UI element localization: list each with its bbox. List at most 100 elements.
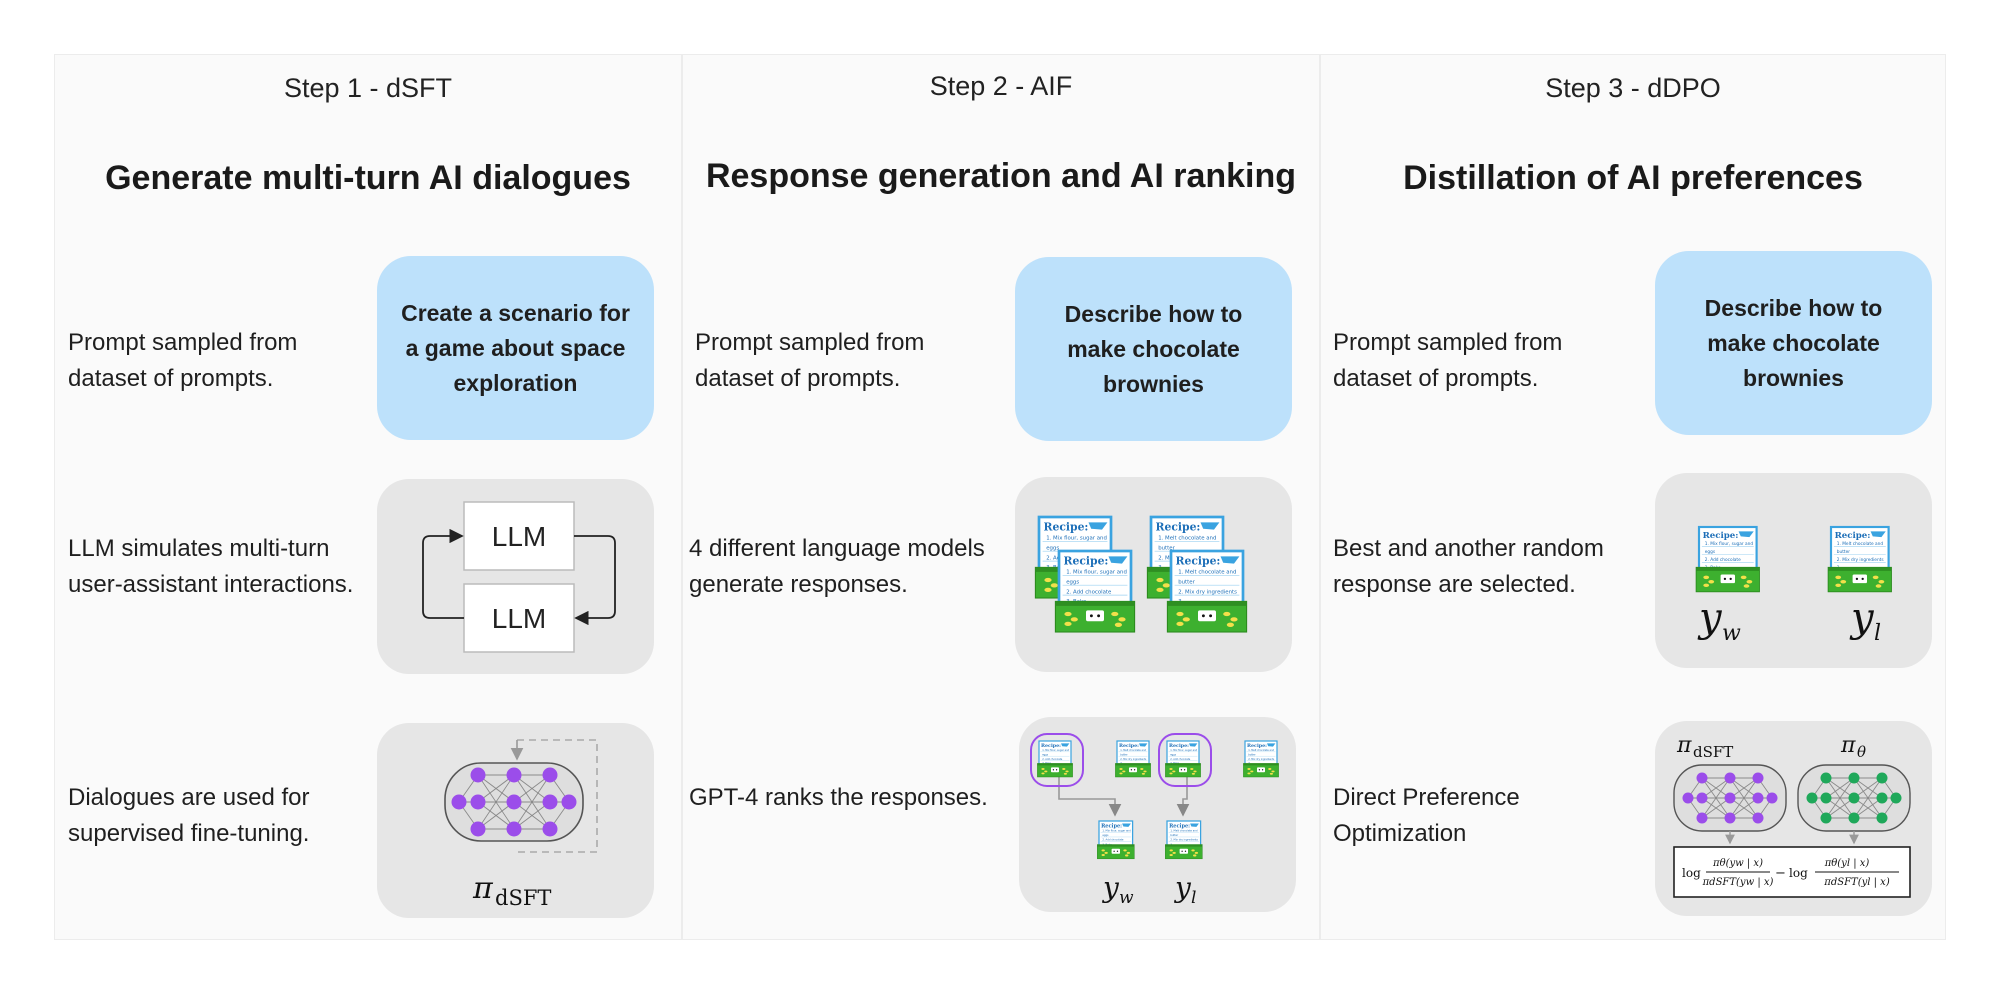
step1-panel: Step 1 - dSFT Generate multi-turn AI dia… (54, 54, 682, 940)
desc-line: user-assistant interactions. (68, 571, 354, 598)
pi-dsft-symbol: π (1676, 733, 1692, 758)
theta-network-graph (1806, 772, 1902, 824)
network-node (451, 794, 467, 810)
network-edge (1729, 797, 1759, 819)
row-description: LLM simulates multi-turn user-assistant … (68, 531, 353, 603)
pi-dsft-subscript: dSFT (1693, 743, 1733, 761)
recipe-line: 1. Mix flour, sugar and (1705, 541, 1754, 547)
rank-arrow-loser (1176, 777, 1190, 817)
recipe-line: butter (1170, 833, 1179, 837)
recipe-line: 1. Melt chocolate and (1158, 536, 1216, 542)
recipe-line: 1. Melt chocolate and (1248, 749, 1274, 752)
desc-line: Best and another random (1333, 535, 1604, 562)
recipe-line: butter (1158, 545, 1175, 551)
recipe-line: 1. Mix flour, sugar and (1042, 749, 1069, 752)
prompt-box: Describe how to make chocolate brownies (1655, 251, 1932, 435)
row-description: Direct Preference Optimization (1333, 780, 1520, 852)
desc-line: LLM simulates multi-turn (68, 535, 330, 562)
desc-line: Prompt sampled from (1333, 329, 1563, 356)
highlight-ring (1158, 733, 1212, 787)
recipe-line: 1. Melt chocolate and (1170, 829, 1198, 833)
network-node (506, 767, 522, 783)
dpo-box: π dSFT π θ log πθ(yw | x) πdSFT(yw | x) … (1655, 721, 1932, 916)
step2-panel: Step 2 - AIF Response generation and AI … (682, 54, 1320, 940)
network-edge (1825, 797, 1855, 819)
network-node (1820, 812, 1832, 824)
recipe-line: 2. Add chocolate (1042, 758, 1063, 761)
network-node (1876, 792, 1888, 804)
yw-symbol: y (1697, 595, 1723, 641)
desc-line: Prompt sampled from (695, 329, 925, 356)
network-node (1724, 792, 1736, 804)
row-description: Dialogues are used for supervised fine-t… (68, 780, 309, 852)
panel-title: Response generation and AI ranking (705, 157, 1297, 195)
llm-node-top (463, 501, 575, 571)
loop-arrow-left (422, 528, 464, 619)
network-node (506, 821, 522, 837)
network-node (470, 821, 486, 837)
recipe-line: butter (1178, 579, 1195, 585)
network-node (1848, 792, 1860, 804)
recipe-line: 1. Melt chocolate and (1120, 749, 1146, 752)
network-node (542, 794, 558, 810)
network-node (1752, 772, 1764, 784)
recipe-line: 2. Add chocolate (1066, 589, 1112, 595)
network-edge (513, 774, 551, 830)
neural-network-diagram: π dSFT (444, 739, 598, 910)
llm-label: LLM (492, 521, 546, 552)
recipe-header: Recipe: (1169, 823, 1190, 829)
recipe-header: Recipe: (1247, 743, 1267, 749)
recipe-line: 2. Mix dry ingredients (1178, 589, 1237, 595)
network-node (1820, 792, 1832, 804)
row-description: Prompt sampled from dataset of prompts. (1333, 325, 1562, 397)
policy-subscript: dSFT (495, 886, 551, 910)
formula-log-2: log (1789, 866, 1808, 880)
network-node (1724, 772, 1736, 784)
recipe-line: 2. Mix dry ingredients (1170, 838, 1198, 842)
panel-title: Distillation of AI preferences (1403, 159, 1863, 197)
recipe-line: 1. Melt chocolate and (1837, 541, 1884, 547)
desc-line: dataset of prompts. (68, 365, 274, 392)
network-edge (477, 774, 515, 830)
recipe-line: 1. Mix flour, sugar and (1102, 829, 1131, 833)
network-node (542, 767, 558, 783)
row-description: GPT-4 ranks the responses. (689, 780, 988, 816)
recipe-header: Recipe: (1156, 521, 1201, 534)
recipe-line: 2. Mix dry ingredients (1120, 758, 1147, 761)
recipe-header: Recipe: (1176, 555, 1221, 568)
network-node (1696, 772, 1708, 784)
recipe-line: eggs (1066, 579, 1079, 585)
network-edge (1729, 777, 1759, 799)
network-node (1876, 772, 1888, 784)
rank-arrow-winner (1058, 777, 1122, 817)
step-label: Step 1 - dSFT (283, 73, 453, 103)
row-description: Prompt sampled from dataset of prompts. (695, 325, 924, 397)
network-edge (1853, 797, 1883, 819)
network-edge (1701, 777, 1731, 799)
formula-denominator-w: πdSFT(yw | x) (1702, 877, 1774, 888)
network-node (1876, 812, 1888, 824)
desc-line: Dialogues are used for (68, 784, 310, 811)
recipe-header: Recipe: (1064, 555, 1109, 568)
network-node (470, 794, 486, 810)
desc-line: Optimization (1333, 820, 1467, 847)
recipe-header: Recipe: (1101, 823, 1122, 829)
recipe-line: 2. Add chocolate (1170, 758, 1191, 761)
network-node (1696, 812, 1708, 824)
desc-line: supervised fine-tuning. (68, 820, 310, 847)
dpo-objective-diagram: π dSFT π θ log πθ(yw | x) πdSFT(yw | x) … (1673, 733, 1911, 898)
recipe-line: 1. Mix flour, sugar and (1066, 570, 1127, 576)
loop-arrow-right (574, 535, 616, 626)
step3-panel: Step 3 - dDPO Distillation of AI prefere… (1320, 54, 1946, 940)
network-node (561, 794, 577, 810)
